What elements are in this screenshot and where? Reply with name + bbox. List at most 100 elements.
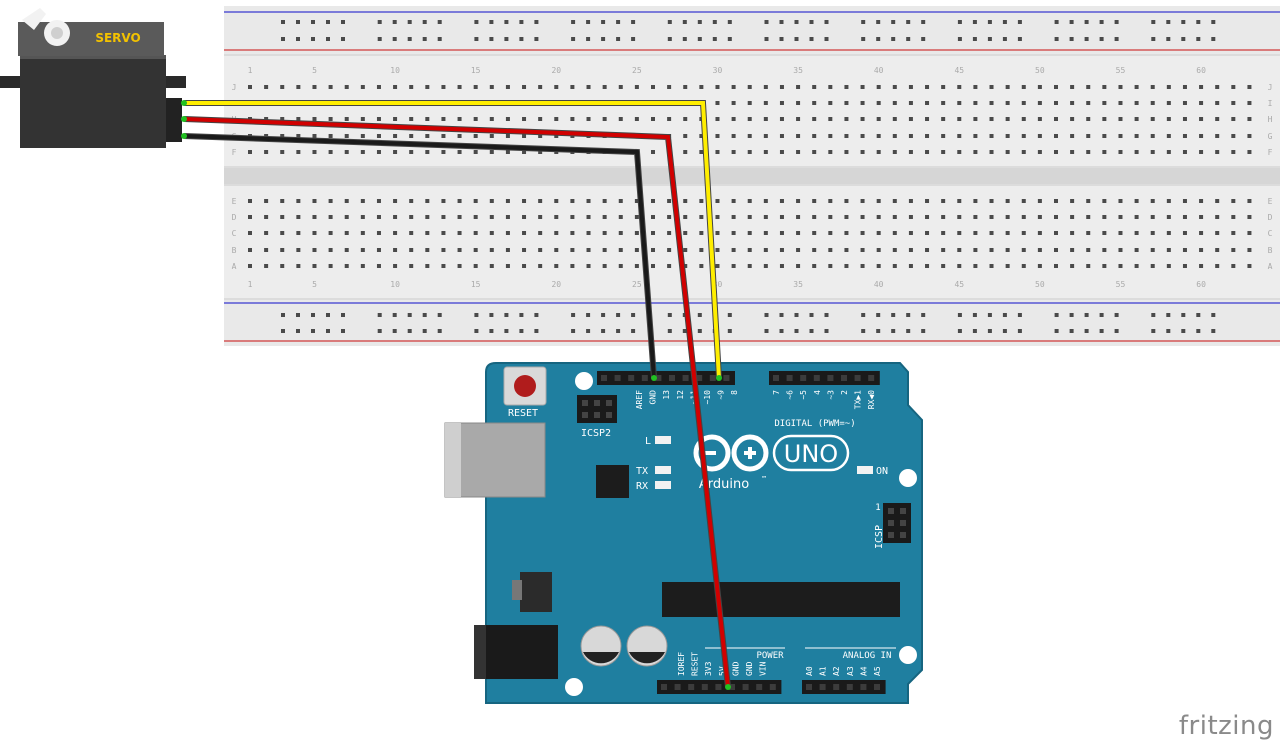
breadboard-hole[interactable] xyxy=(1150,85,1155,89)
header-pin[interactable] xyxy=(827,375,834,381)
header-pin[interactable] xyxy=(900,532,906,538)
breadboard-hole[interactable] xyxy=(1021,134,1026,138)
breadboard-hole[interactable] xyxy=(296,231,301,235)
breadboard-hole[interactable] xyxy=(1231,134,1236,138)
breadboard-hole[interactable] xyxy=(360,117,365,121)
breadboard-hole[interactable] xyxy=(519,313,524,317)
breadboard-hole[interactable] xyxy=(1182,264,1187,268)
breadboard-hole[interactable] xyxy=(505,199,510,203)
breadboard-hole[interactable] xyxy=(987,329,992,333)
breadboard-hole[interactable] xyxy=(715,231,720,235)
breadboard-hole[interactable] xyxy=(328,231,333,235)
breadboard-hole[interactable] xyxy=(683,134,688,138)
breadboard-hole[interactable] xyxy=(1005,134,1010,138)
breadboard-hole[interactable] xyxy=(891,329,896,333)
breadboard-hole[interactable] xyxy=(1021,101,1026,105)
breadboard-hole[interactable] xyxy=(554,231,559,235)
breadboard-hole[interactable] xyxy=(651,264,655,268)
breadboard-hole[interactable] xyxy=(360,150,365,154)
breadboard-hole[interactable] xyxy=(906,313,911,317)
breadboard-hole[interactable] xyxy=(1247,199,1252,203)
breadboard-hole[interactable] xyxy=(682,37,687,41)
breadboard-hole[interactable] xyxy=(618,264,623,268)
breadboard-hole[interactable] xyxy=(280,134,285,138)
breadboard-hole[interactable] xyxy=(1134,134,1139,138)
breadboard-hole[interactable] xyxy=(794,329,799,333)
breadboard-hole[interactable] xyxy=(538,248,543,252)
breadboard-hole[interactable] xyxy=(828,134,833,138)
header-pin[interactable] xyxy=(860,684,867,690)
breadboard-hole[interactable] xyxy=(1181,37,1186,41)
breadboard-hole[interactable] xyxy=(809,313,814,317)
breadboard-hole[interactable] xyxy=(844,150,849,154)
breadboard-hole[interactable] xyxy=(554,85,559,89)
breadboard-hole[interactable] xyxy=(925,231,930,235)
header-pin[interactable] xyxy=(582,412,588,418)
breadboard-hole[interactable] xyxy=(860,117,865,121)
breadboard-hole[interactable] xyxy=(824,37,829,41)
breadboard-hole[interactable] xyxy=(1182,215,1187,219)
breadboard-hole[interactable] xyxy=(941,101,946,105)
header-pin[interactable] xyxy=(614,375,621,381)
breadboard-hole[interactable] xyxy=(828,231,833,235)
breadboard-hole[interactable] xyxy=(779,231,784,235)
breadboard-hole[interactable] xyxy=(457,215,462,219)
breadboard-hole[interactable] xyxy=(957,264,962,268)
breadboard-hole[interactable] xyxy=(779,215,784,219)
breadboard-hole[interactable] xyxy=(1118,199,1123,203)
breadboard-hole[interactable] xyxy=(1215,264,1220,268)
breadboard-hole[interactable] xyxy=(812,101,817,105)
breadboard-hole[interactable] xyxy=(280,248,285,252)
breadboard-hole[interactable] xyxy=(586,199,591,203)
breadboard-hole[interactable] xyxy=(908,117,913,121)
header-pin[interactable] xyxy=(594,412,600,418)
header-pin[interactable] xyxy=(688,684,695,690)
breadboard-hole[interactable] xyxy=(989,134,994,138)
breadboard-hole[interactable] xyxy=(1151,37,1156,41)
breadboard-hole[interactable] xyxy=(860,199,865,203)
breadboard-hole[interactable] xyxy=(891,20,896,24)
breadboard-hole[interactable] xyxy=(747,85,752,89)
breadboard-hole[interactable] xyxy=(844,248,849,252)
breadboard-hole[interactable] xyxy=(1151,329,1156,333)
breadboard-hole[interactable] xyxy=(731,134,736,138)
breadboard-hole[interactable] xyxy=(360,134,365,138)
breadboard-hole[interactable] xyxy=(634,248,639,252)
breadboard-hole[interactable] xyxy=(534,313,539,317)
breadboard-hole[interactable] xyxy=(892,231,897,235)
breadboard-hole[interactable] xyxy=(779,37,784,41)
breadboard-hole[interactable] xyxy=(474,20,479,24)
breadboard-hole[interactable] xyxy=(280,150,285,154)
breadboard-hole[interactable] xyxy=(1114,329,1119,333)
breadboard-hole[interactable] xyxy=(422,329,427,333)
breadboard-hole[interactable] xyxy=(779,313,784,317)
breadboard-hole[interactable] xyxy=(712,37,717,41)
breadboard-hole[interactable] xyxy=(1166,248,1171,252)
breadboard-hole[interactable] xyxy=(1054,248,1058,252)
breadboard-hole[interactable] xyxy=(1002,329,1007,333)
breadboard-hole[interactable] xyxy=(747,117,752,121)
breadboard-hole[interactable] xyxy=(634,215,639,219)
breadboard-hole[interactable] xyxy=(441,150,446,154)
breadboard-hole[interactable] xyxy=(1118,85,1123,89)
breadboard-hole[interactable] xyxy=(618,248,623,252)
breadboard-hole[interactable] xyxy=(311,20,315,24)
breadboard-hole[interactable] xyxy=(1215,101,1220,105)
header-pin[interactable] xyxy=(594,400,600,406)
breadboard-hole[interactable] xyxy=(941,215,946,219)
breadboard-hole[interactable] xyxy=(812,264,817,268)
breadboard-hole[interactable] xyxy=(957,134,962,138)
breadboard-hole[interactable] xyxy=(908,150,913,154)
breadboard-hole[interactable] xyxy=(972,329,977,333)
breadboard-hole[interactable] xyxy=(554,117,559,121)
breadboard-hole[interactable] xyxy=(312,117,317,121)
breadboard-hole[interactable] xyxy=(1166,20,1171,24)
breadboard-hole[interactable] xyxy=(328,199,333,203)
breadboard-hole[interactable] xyxy=(989,231,994,235)
breadboard-hole[interactable] xyxy=(794,37,799,41)
breadboard-hole[interactable] xyxy=(715,215,720,219)
breadboard-hole[interactable] xyxy=(376,117,381,121)
breadboard-hole[interactable] xyxy=(844,215,849,219)
breadboard-hole[interactable] xyxy=(489,199,494,203)
breadboard-hole[interactable] xyxy=(796,199,801,203)
